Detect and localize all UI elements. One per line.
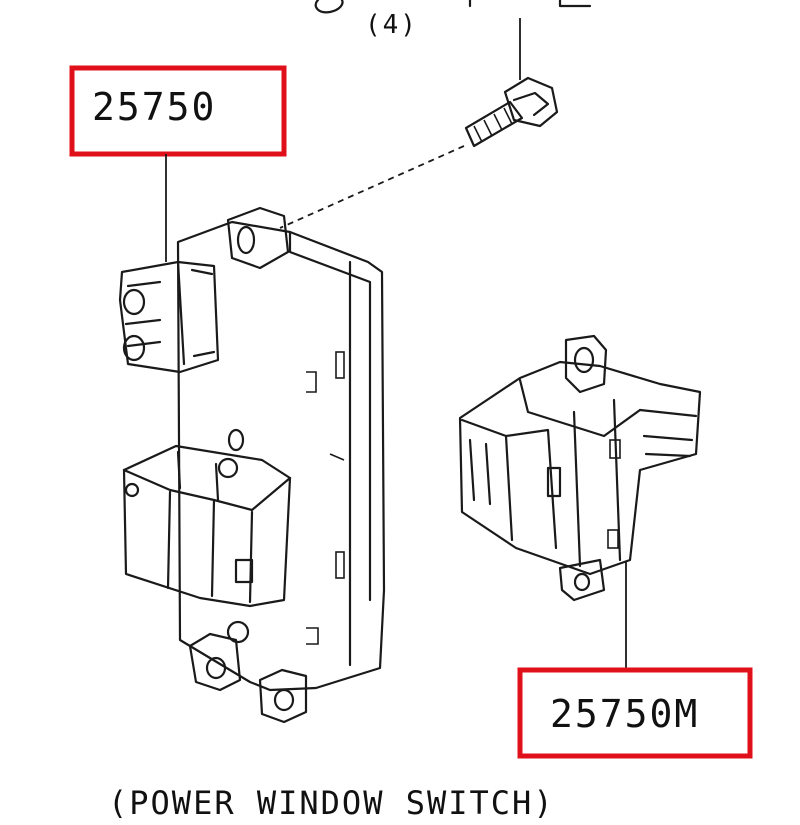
quantity-label: (4) [365,10,418,40]
bolt-dashed-leader [279,145,465,229]
part-number-25750: 25750 [92,85,216,129]
callout-box-25750 [69,65,287,157]
part-number-25750M: 25750M [550,692,699,736]
callout-box-25750M [517,667,753,759]
bolt [464,18,559,148]
main-window-switch [118,206,386,724]
top-cropped-label [314,0,592,14]
passenger-window-switch [458,334,702,602]
diagram-caption: (POWER WINDOW SWITCH) [108,784,555,822]
